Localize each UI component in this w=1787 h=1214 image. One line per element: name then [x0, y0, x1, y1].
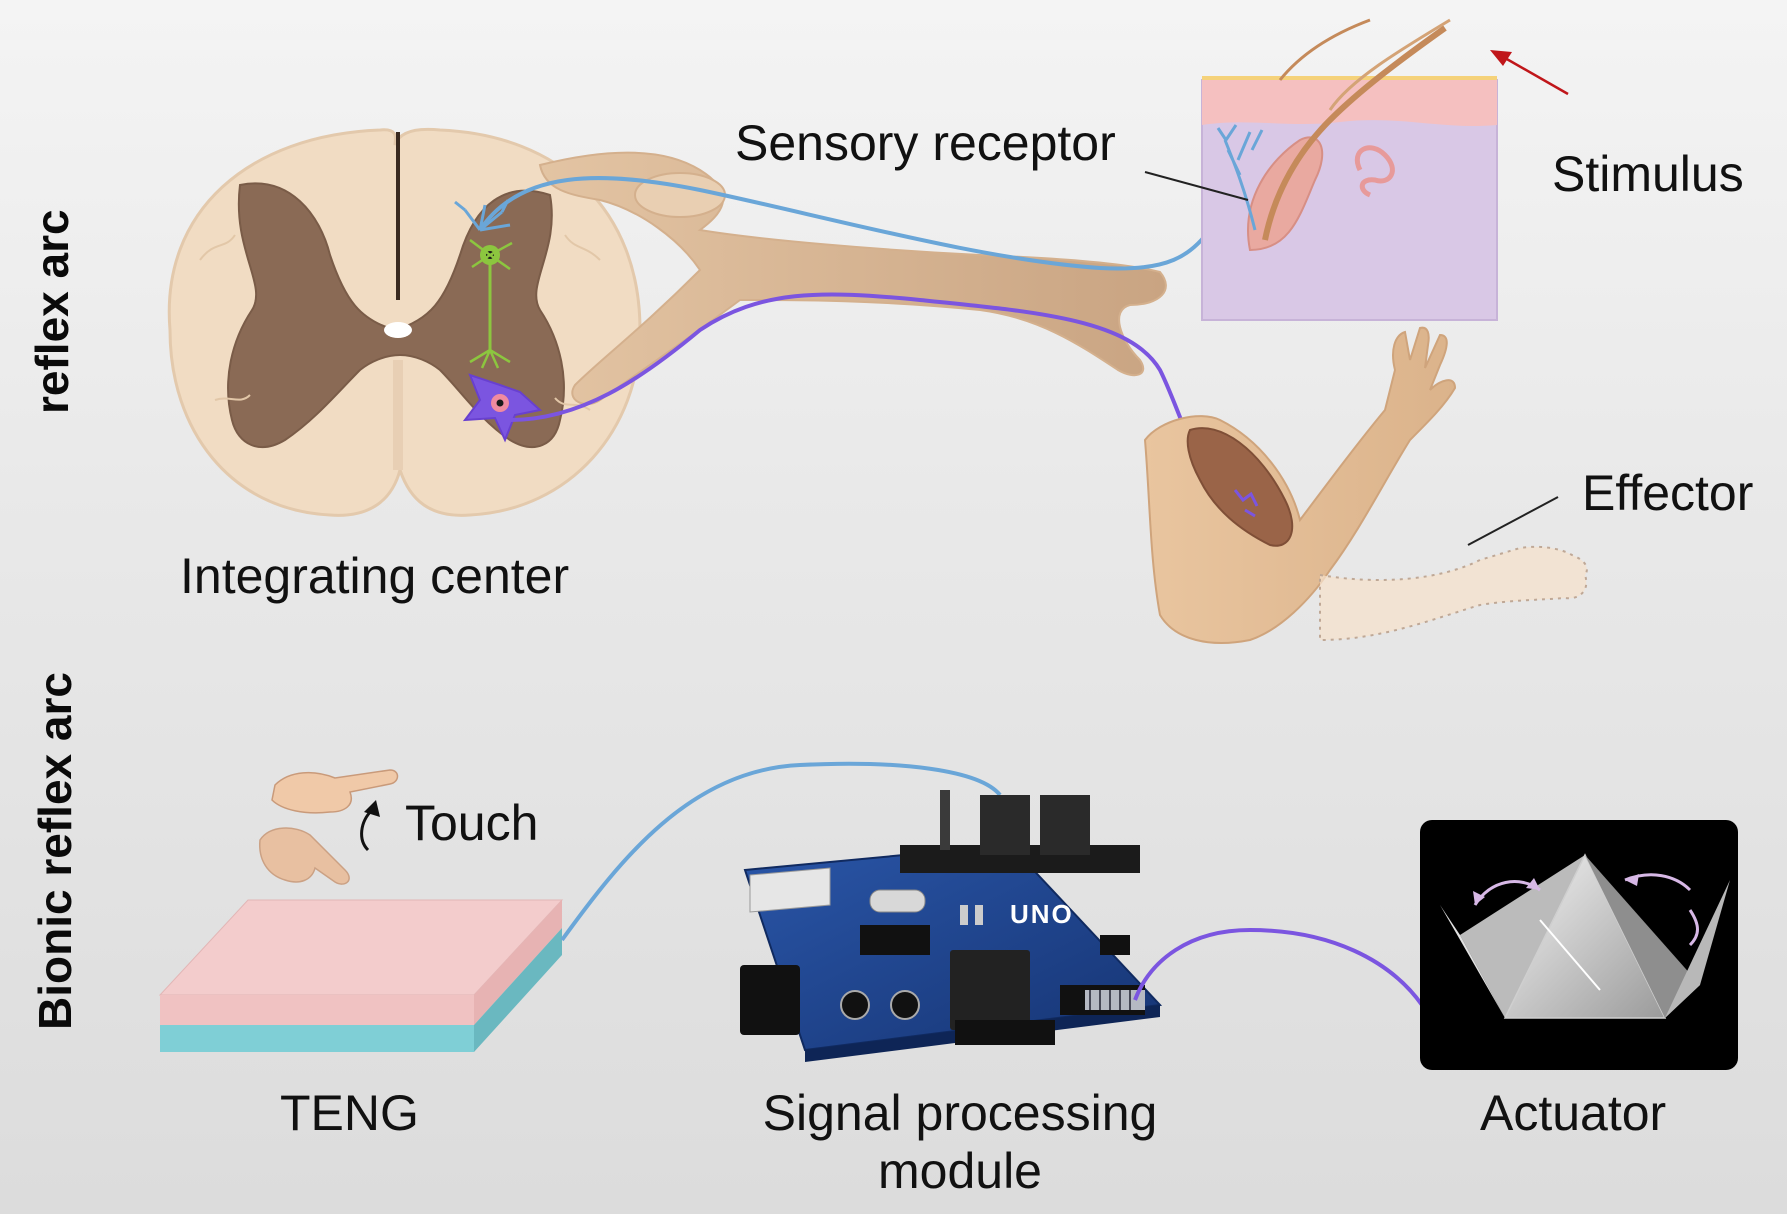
label-signal-processing-line1: Signal processing — [762, 1085, 1158, 1141]
curved-up-arrow-icon — [360, 800, 380, 852]
side-label-bionic-reflex-arc: Bionic reflex arc — [29, 672, 81, 1030]
pointing-hand-icon — [259, 769, 399, 885]
board-label-uno: UNO — [1010, 899, 1074, 929]
teng-signal-wire — [560, 761, 1002, 942]
label-effector: Effector — [1582, 465, 1754, 521]
folding-pyramid-actuator-icon — [1420, 820, 1738, 1070]
label-signal-processing: Signal processing module — [740, 1085, 1180, 1200]
actuator-control-wire — [1133, 927, 1424, 1007]
label-teng: TENG — [280, 1085, 419, 1141]
label-touch: Touch — [405, 795, 539, 851]
interneuron — [469, 239, 513, 369]
label-signal-processing-line2: module — [878, 1142, 1042, 1199]
motor-nerve-path — [509, 292, 1232, 517]
stimulus-arrow-icon — [1490, 50, 1569, 96]
skin-block — [1201, 18, 1498, 321]
label-actuator: Actuator — [1480, 1085, 1667, 1141]
sensory-neuron-dendrites — [454, 199, 511, 232]
sensory-receptor-leader — [1144, 171, 1249, 201]
label-stimulus: Stimulus — [1552, 146, 1744, 202]
label-sensory-receptor: Sensory receptor — [735, 115, 1116, 171]
arm-effector — [1143, 326, 1588, 644]
teng-device — [158, 899, 564, 1052]
motor-neuron — [462, 373, 543, 443]
arduino-board — [740, 790, 1163, 1062]
side-label-reflex-arc: reflex arc — [26, 209, 78, 414]
label-integrating-center: Integrating center — [180, 548, 570, 604]
effector-leader — [1467, 496, 1559, 546]
